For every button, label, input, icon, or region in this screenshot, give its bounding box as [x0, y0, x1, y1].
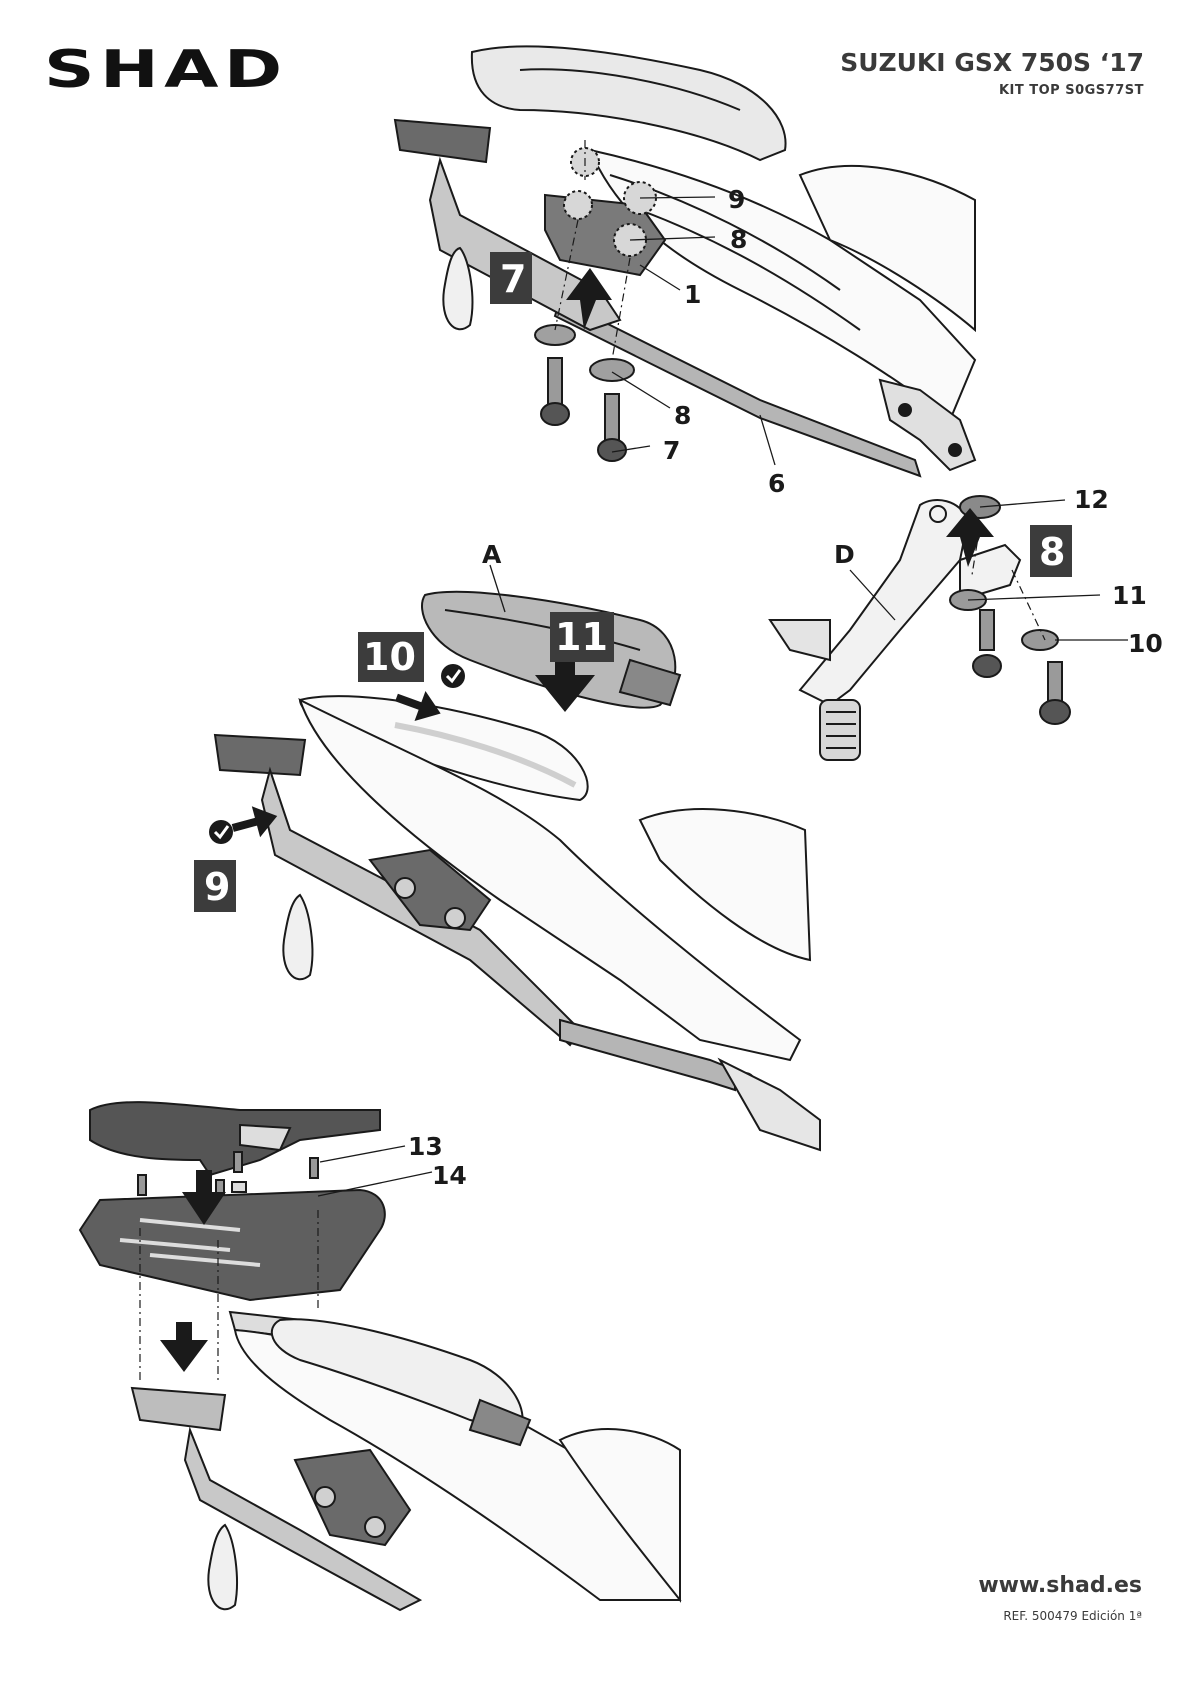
svg-text:7: 7 — [500, 257, 526, 301]
panel-top-plate — [78, 1101, 682, 1612]
callout-10: 10 — [1128, 629, 1163, 658]
step-11-badge: 11 — [550, 612, 614, 662]
svg-text:9: 9 — [204, 865, 230, 909]
callout-12: 12 — [1074, 485, 1109, 514]
callout-a: A — [482, 540, 502, 569]
check-icon — [209, 820, 233, 844]
callout-7: 7 — [663, 436, 680, 465]
svg-text:10: 10 — [363, 635, 416, 679]
callout-14: 14 — [432, 1161, 467, 1190]
step-9-badge: 9 — [194, 860, 236, 912]
step-10-badge: 10 — [358, 632, 424, 682]
callout-8: 8 — [730, 225, 747, 254]
callout-d: D — [834, 540, 855, 569]
website-url[interactable]: www.shad.es — [978, 1573, 1142, 1598]
model-title: SUZUKI GSX 750S ‘17 — [840, 48, 1144, 77]
callout-1: 1 — [684, 280, 701, 309]
svg-text:11: 11 — [555, 615, 608, 659]
footrest-bracket-d — [768, 495, 1071, 761]
svg-text:8: 8 — [1039, 530, 1065, 574]
reference-code: REF. 500479 Edición 1ª — [1003, 1609, 1142, 1623]
kit-code: KIT TOP S0GS77ST — [998, 83, 1144, 98]
step-8-badge: 8 — [1030, 525, 1072, 577]
panel-step7-8 — [393, 45, 977, 478]
panel-step9-11 — [213, 590, 821, 1152]
callout-11: 11 — [1112, 581, 1147, 610]
shad-logo: SHAD — [44, 40, 288, 100]
callout-8: 8 — [674, 401, 691, 430]
callout-6: 6 — [768, 469, 785, 498]
callout-9: 9 — [728, 185, 745, 214]
leader-lines — [317, 196, 1128, 1197]
step-7-badge: 7 — [490, 252, 532, 304]
check-icon — [441, 664, 465, 688]
callout-13: 13 — [408, 1132, 443, 1161]
